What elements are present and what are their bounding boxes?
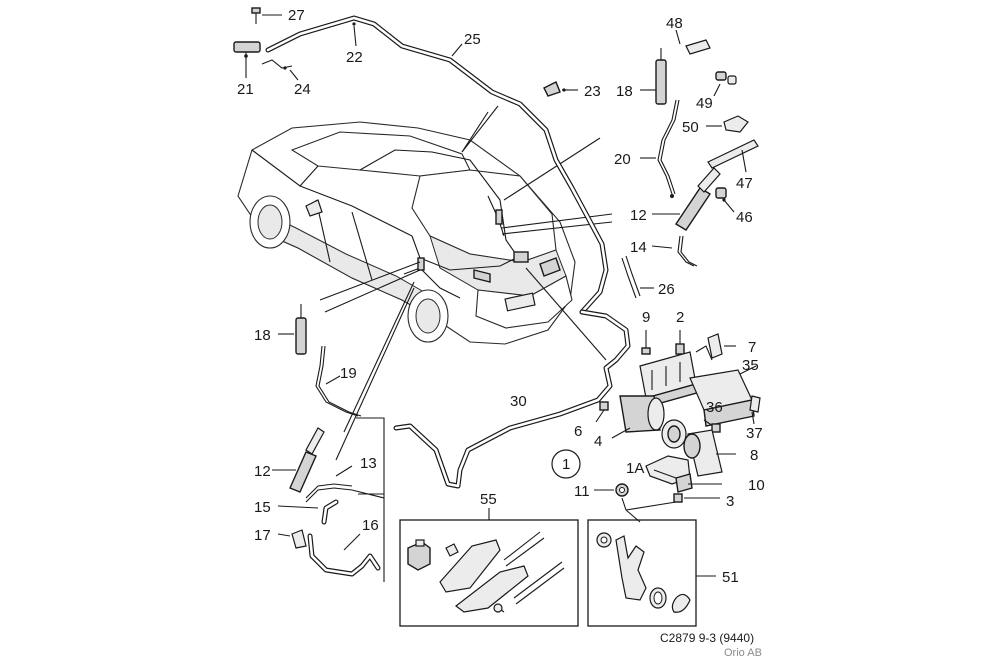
roof-hydraulic-tube (265, 15, 609, 315)
part-36-screw (703, 419, 721, 433)
callout-26: 26 (658, 281, 675, 298)
part-12-cylinder-left (272, 427, 325, 493)
callout-6: 6 (574, 423, 582, 440)
part-27-screw (251, 7, 282, 24)
kit-55-box (399, 508, 579, 627)
callout-23: 23 (584, 83, 601, 100)
part-35-relay-box (689, 365, 757, 427)
callout-50: 50 (682, 119, 699, 136)
part-37-bracket (749, 395, 761, 425)
callout-30: 30 (510, 393, 527, 410)
callout-24: 24 (294, 81, 311, 98)
part-50-bracket (706, 115, 749, 133)
part-3-screw (673, 493, 720, 503)
part-24-clip (261, 59, 299, 81)
part-14-hose (651, 235, 698, 267)
part-17-fitting (277, 529, 307, 549)
callout-1: 1 (562, 456, 570, 473)
lower-hydraulic-tube (393, 309, 631, 489)
part-23-grommet (543, 81, 578, 97)
part-18-cylinder-top (640, 48, 667, 105)
callout-12-left: 12 (254, 463, 271, 480)
part-10-mount (675, 473, 722, 493)
part-20-hose (640, 99, 680, 198)
part-49-bushing (713, 71, 737, 97)
callout-51: 51 (722, 569, 739, 586)
car-illustration (237, 121, 576, 345)
callout-labels: 27 22 25 21 24 23 48 18 49 50 20 47 12 4… (237, 7, 765, 586)
callout-55: 55 (480, 491, 497, 508)
callout-8: 8 (750, 447, 758, 464)
part-18-cylinder-left (278, 304, 307, 355)
callout-22: 22 (346, 49, 363, 66)
kit-connector-lines (621, 497, 677, 523)
part-21-cylinder (233, 41, 261, 78)
bracket-group-lines (351, 417, 385, 582)
part-26-clip (621, 255, 654, 299)
callout-2: 2 (676, 309, 684, 326)
part-12-cylinder-right (652, 167, 721, 231)
callout-18-left: 18 (254, 327, 271, 344)
part-19-hose (315, 345, 362, 417)
copyright-text: Orio AB (724, 647, 762, 659)
part-16-hose (307, 533, 381, 577)
callout-15: 15 (254, 499, 271, 516)
callout-11: 11 (574, 483, 590, 500)
callout-27: 27 (288, 7, 305, 24)
callout-14: 14 (630, 239, 647, 256)
part-13-hose (305, 465, 353, 503)
callout-21: 21 (237, 81, 254, 98)
callout-36: 36 (706, 399, 723, 416)
part-11-nut (594, 483, 629, 497)
callout-19: 19 (340, 365, 357, 382)
part-15-elbow (277, 499, 339, 525)
part-8-reservoir (683, 429, 736, 477)
callout-49: 49 (696, 95, 713, 112)
part-1-circle-marker (551, 449, 581, 479)
callout-35: 35 (742, 357, 759, 374)
callout-37: 37 (746, 425, 763, 442)
callout-48: 48 (666, 15, 683, 32)
callout-9: 9 (642, 309, 650, 326)
callout-13: 13 (360, 455, 377, 472)
part-22-leader (352, 22, 357, 47)
callout-7: 7 (748, 339, 756, 356)
callout-10: 10 (748, 477, 765, 494)
callout-17: 17 (254, 527, 271, 544)
callout-4: 4 (594, 433, 602, 450)
drawing-reference: C2879 9-3 (9440) (660, 631, 755, 645)
part-48-pin (675, 29, 711, 55)
callout-20: 20 (614, 151, 631, 168)
part-7-valve (707, 333, 736, 359)
kit-51-box (587, 519, 716, 627)
callout-3: 3 (726, 493, 734, 510)
callout-18-top: 18 (616, 83, 633, 100)
part-25-leader (451, 43, 463, 57)
part-6-screw (595, 401, 609, 423)
part-2-screw (675, 330, 685, 355)
callout-46: 46 (736, 209, 753, 226)
part-47-rod (707, 139, 759, 173)
callout-12-right: 12 (630, 207, 647, 224)
callout-1A: 1A (626, 460, 644, 477)
part-damper-a (661, 419, 687, 449)
part-46-fitting (715, 187, 735, 213)
callout-16: 16 (362, 517, 379, 534)
callout-47: 47 (736, 175, 753, 192)
part-4-motor (611, 395, 665, 439)
part-9-screw (641, 330, 651, 355)
callout-25: 25 (464, 31, 481, 48)
